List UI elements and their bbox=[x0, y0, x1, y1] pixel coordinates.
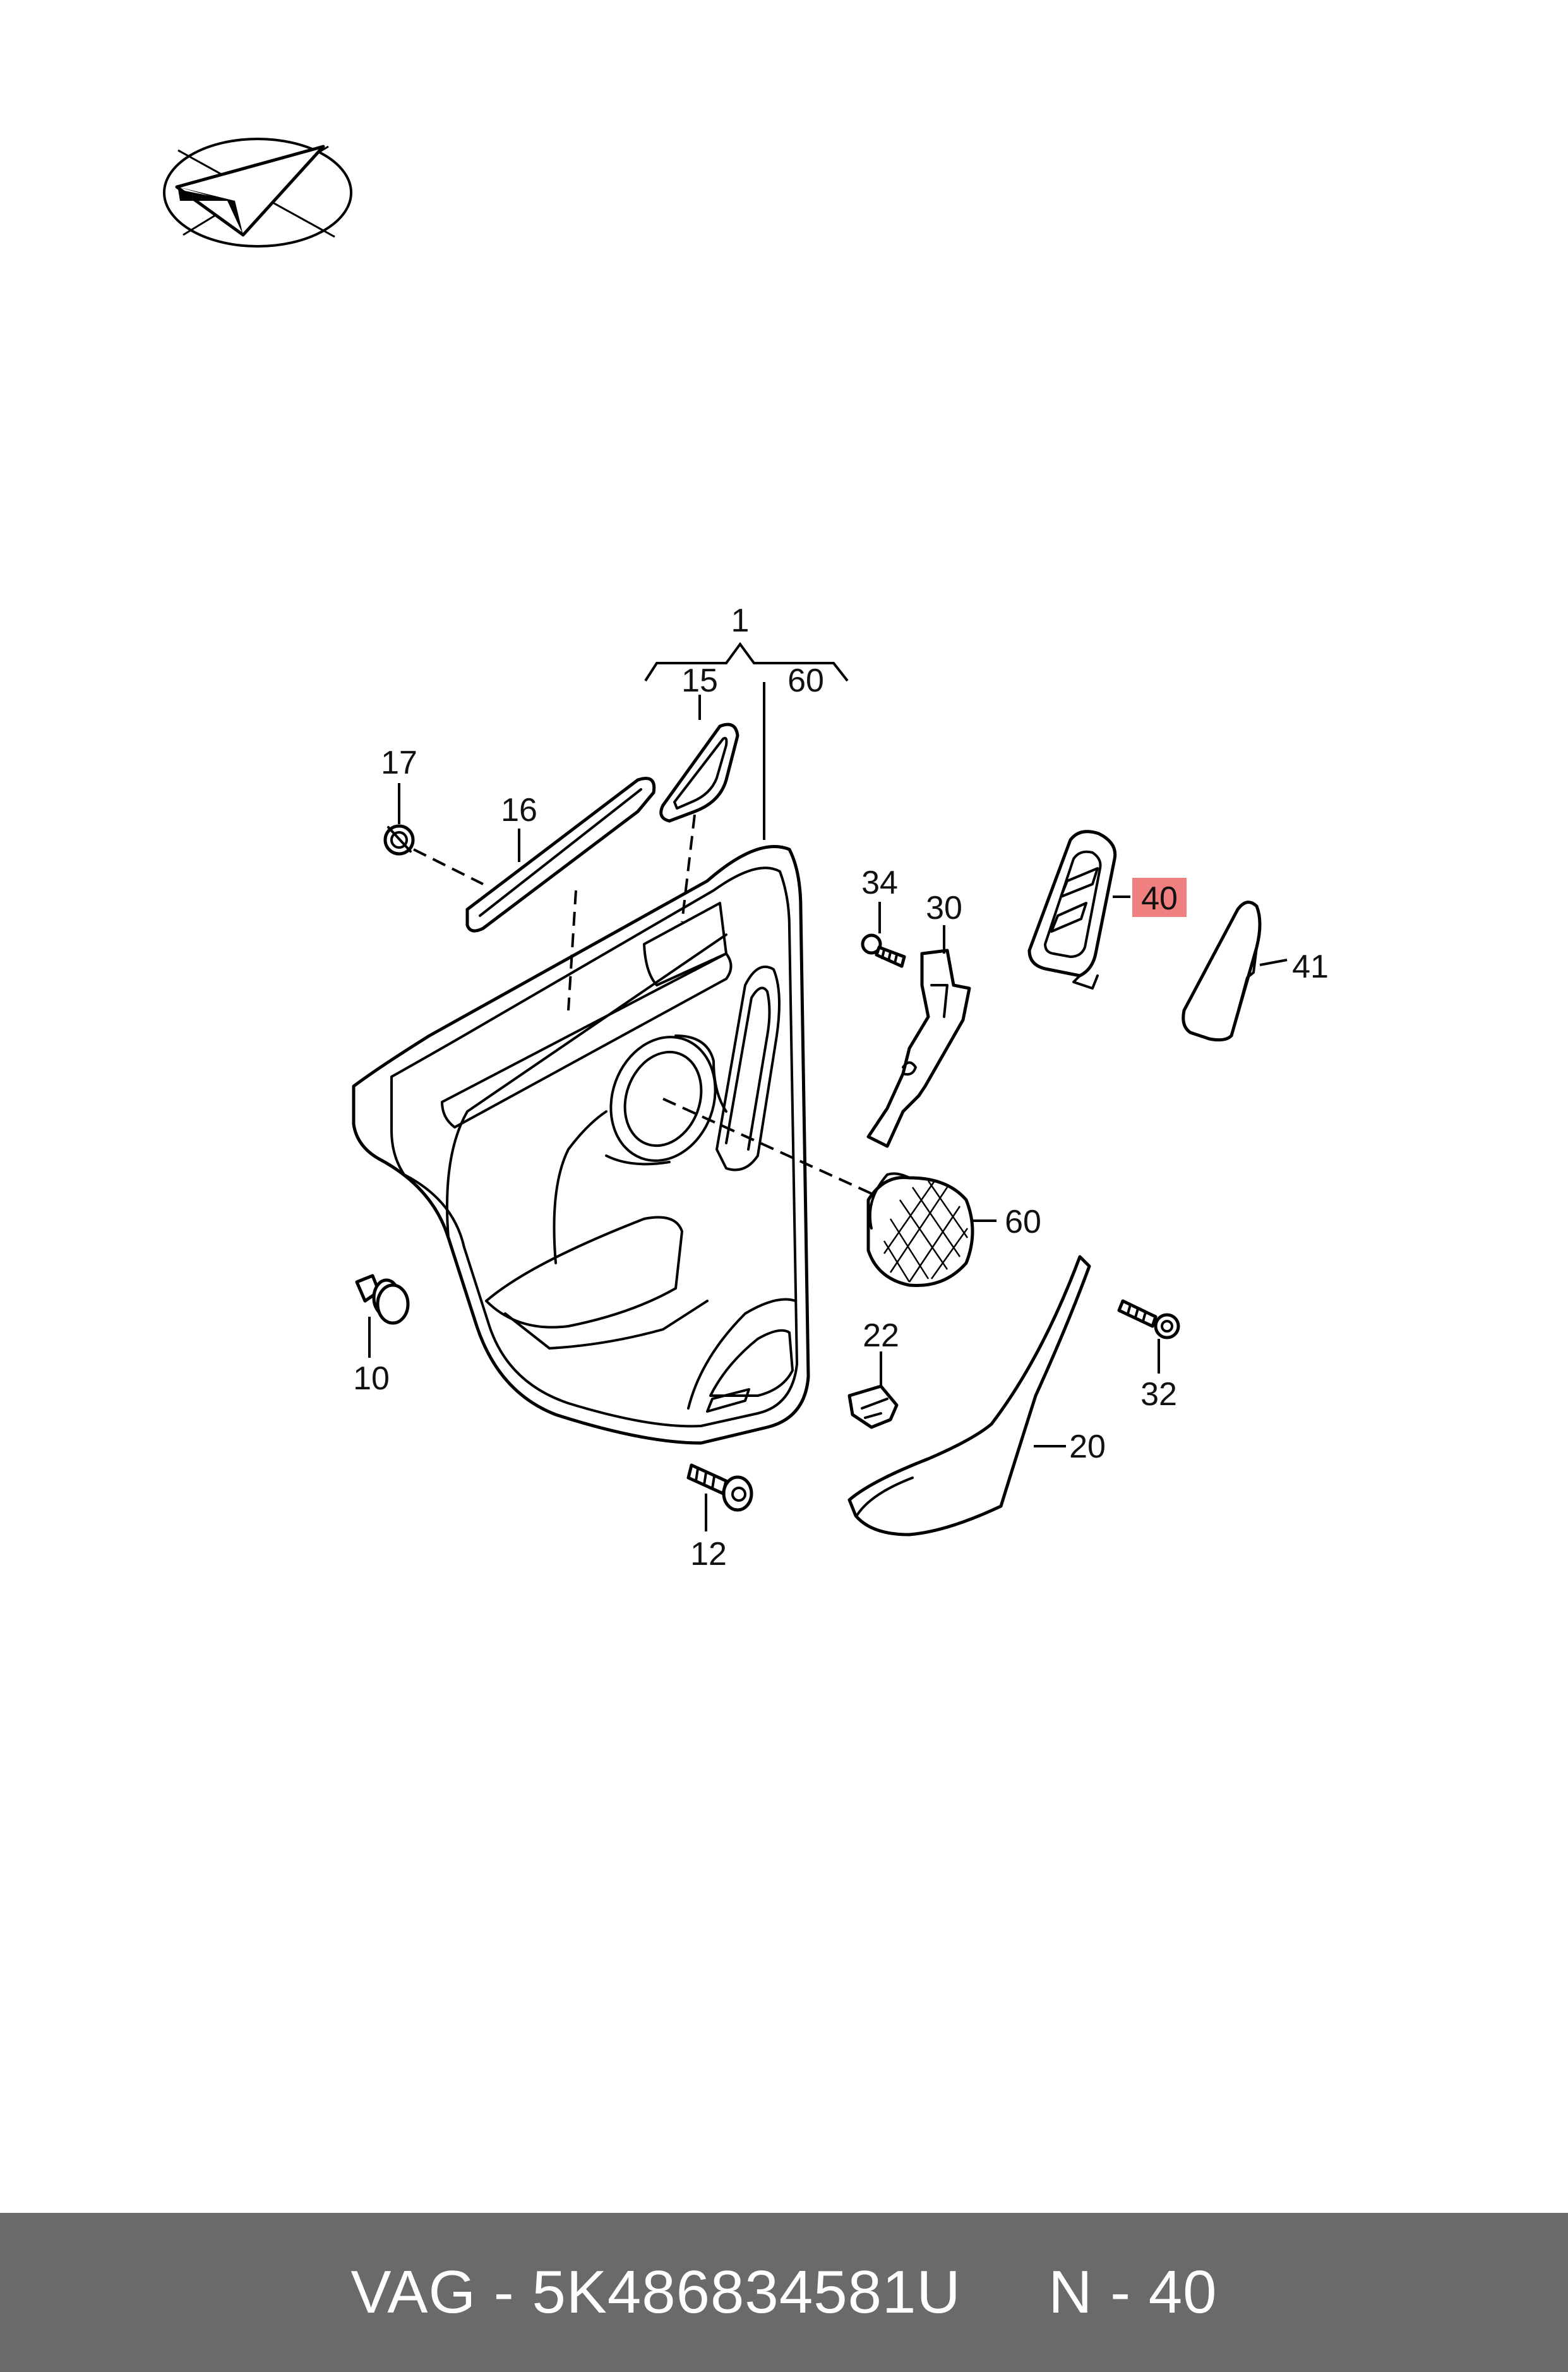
separator: - bbox=[476, 2258, 532, 2326]
callout-10: 10 bbox=[353, 1360, 390, 1397]
callout-41: 41 bbox=[1292, 949, 1329, 985]
part-30-bracket bbox=[866, 925, 971, 1148]
part-16-trim-strip bbox=[413, 777, 656, 1011]
callout-12: 12 bbox=[690, 1536, 727, 1572]
part-34-screw bbox=[861, 902, 906, 968]
position-label: N - 40 bbox=[1048, 2258, 1218, 2326]
part-10-push-clip bbox=[355, 1274, 410, 1358]
callout-60: 60 bbox=[1005, 1204, 1041, 1240]
part-40-window-switch bbox=[1027, 830, 1130, 990]
part-12-bolt bbox=[686, 1463, 753, 1531]
brand-name: VAG bbox=[350, 2258, 477, 2326]
part-60-speaker bbox=[662, 1098, 996, 1288]
part-22-clip bbox=[847, 1351, 899, 1429]
assembly-bracket bbox=[644, 642, 849, 682]
callout-30: 30 bbox=[926, 890, 962, 926]
callout-22: 22 bbox=[863, 1317, 899, 1354]
part-20-trim-piece bbox=[847, 1255, 1091, 1536]
part-17-clip bbox=[383, 783, 415, 856]
spacer bbox=[961, 2258, 1048, 2326]
callout-40: 40 bbox=[1141, 880, 1178, 917]
callout-34: 34 bbox=[861, 865, 898, 901]
callout-16: 16 bbox=[501, 792, 537, 829]
callout-1: 1 bbox=[731, 602, 750, 639]
highlight-box-40 bbox=[1132, 878, 1187, 917]
paper-plane-logo-icon bbox=[163, 138, 352, 248]
callout-15: 15 bbox=[681, 662, 718, 699]
footer-caption: VAG - 5K486834581U N - 40 bbox=[351, 2258, 1218, 2327]
part-32-screw bbox=[1117, 1299, 1180, 1374]
part-number: 5K486834581U bbox=[532, 2258, 961, 2326]
callout-17: 17 bbox=[381, 745, 417, 781]
footer-bar: VAG - 5K486834581U N - 40 bbox=[0, 2213, 1568, 2372]
part-41-cover bbox=[1182, 901, 1288, 1042]
door-trim-panel bbox=[352, 682, 810, 1445]
callout-60-top: 60 bbox=[787, 662, 824, 699]
part-15-handle-bezel bbox=[659, 695, 739, 923]
callout-32: 32 bbox=[1140, 1376, 1177, 1413]
callout-20: 20 bbox=[1069, 1429, 1106, 1465]
